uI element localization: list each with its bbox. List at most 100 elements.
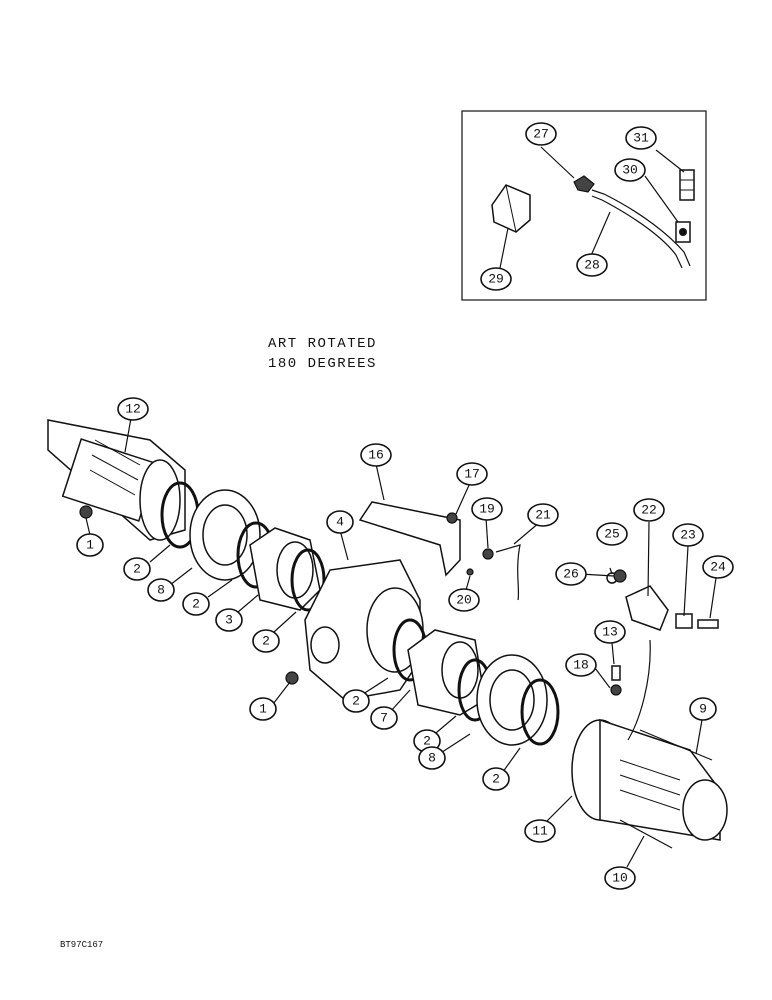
svg-text:20: 20 — [456, 593, 472, 608]
callout-13: 13 — [594, 620, 626, 644]
callout-18: 18 — [565, 653, 597, 677]
o-ring-lower-3 — [520, 678, 560, 746]
svg-text:9: 9 — [699, 702, 707, 717]
svg-text:17: 17 — [464, 467, 480, 482]
callout-2-b: 2 — [182, 592, 210, 616]
figure-code: BT97C167 — [60, 940, 104, 950]
inset-detail-box — [461, 110, 707, 301]
ring-gear-8-lower — [476, 654, 548, 746]
callout-3: 3 — [215, 608, 243, 632]
bolt-9 — [639, 729, 713, 761]
clamp-23 — [675, 613, 693, 629]
callout-21: 21 — [527, 503, 559, 527]
callout-25: 25 — [596, 522, 628, 546]
svg-text:2: 2 — [492, 772, 500, 787]
callout-28: 28 — [576, 253, 608, 277]
grease-fitting-13 — [611, 665, 621, 681]
axle-tube-11 — [571, 718, 728, 841]
svg-text:26: 26 — [563, 567, 579, 582]
tube-28 — [591, 189, 691, 269]
callout-4: 4 — [326, 510, 354, 534]
svg-text:3: 3 — [225, 613, 233, 628]
rotation-note-line-2: 180 DEGREES — [268, 356, 377, 372]
callout-9: 9 — [689, 697, 717, 721]
svg-text:22: 22 — [641, 503, 657, 518]
callout-17: 17 — [456, 462, 488, 486]
svg-text:7: 7 — [380, 711, 388, 726]
callout-12: 12 — [117, 397, 149, 421]
svg-text:8: 8 — [157, 583, 165, 598]
plug-1-lower — [285, 671, 299, 685]
callout-26: 26 — [555, 562, 587, 586]
svg-text:2: 2 — [133, 562, 141, 577]
bracket-29 — [491, 184, 531, 233]
bracket-16 — [358, 501, 461, 577]
callout-2-d: 2 — [342, 689, 370, 713]
svg-text:28: 28 — [584, 258, 600, 273]
bolt-10 — [619, 819, 673, 849]
callout-24: 24 — [702, 555, 734, 579]
svg-text:12: 12 — [125, 402, 141, 417]
svg-text:11: 11 — [532, 824, 548, 839]
callout-20: 20 — [448, 588, 480, 612]
callout-1-lower: 1 — [249, 697, 277, 721]
hose — [627, 639, 651, 741]
svg-text:19: 19 — [479, 502, 495, 517]
callout-19: 19 — [471, 497, 503, 521]
callout-2-c: 2 — [252, 629, 280, 653]
svg-text:27: 27 — [533, 127, 549, 142]
callout-10: 10 — [604, 866, 636, 890]
bracket-22 — [625, 585, 669, 631]
svg-text:2: 2 — [352, 694, 360, 709]
sensor-21 — [495, 544, 521, 601]
rotation-note: ART ROTATED 180 DEGREES — [268, 334, 377, 374]
callout-27: 27 — [525, 122, 557, 146]
svg-text:30: 30 — [622, 163, 638, 178]
svg-text:13: 13 — [602, 625, 618, 640]
plug-17 — [446, 512, 458, 524]
fitting-27 — [573, 175, 595, 193]
callout-8-lower: 8 — [418, 746, 446, 770]
svg-text:1: 1 — [259, 702, 267, 717]
fitting-18 — [610, 684, 622, 696]
callout-16: 16 — [360, 443, 392, 467]
callout-23: 23 — [672, 523, 704, 547]
hub-7 — [407, 629, 486, 716]
callout-8-upper: 8 — [147, 578, 175, 602]
svg-text:24: 24 — [710, 560, 726, 575]
svg-text:1: 1 — [86, 538, 94, 553]
nut-26 — [613, 569, 627, 583]
svg-text:25: 25 — [604, 527, 620, 542]
callout-2-f: 2 — [482, 767, 510, 791]
svg-text:2: 2 — [192, 597, 200, 612]
svg-text:2: 2 — [262, 634, 270, 649]
svg-text:29: 29 — [488, 272, 504, 287]
o-ring-upper-3 — [290, 548, 326, 612]
callout-11: 11 — [524, 819, 556, 843]
leader-lines — [85, 146, 717, 868]
svg-text:31: 31 — [633, 131, 649, 146]
svg-text:4: 4 — [336, 515, 344, 530]
svg-text:10: 10 — [612, 871, 628, 886]
svg-text:23: 23 — [680, 528, 696, 543]
svg-text:8: 8 — [428, 751, 436, 766]
svg-text:21: 21 — [535, 508, 551, 523]
rotation-note-line-1: ART ROTATED — [268, 336, 377, 352]
axle-tube-12 — [47, 419, 186, 541]
callout-2-a: 2 — [123, 557, 151, 581]
hub-3 — [249, 527, 321, 611]
ring-gear-8-upper — [189, 489, 261, 581]
bolt-24 — [697, 619, 719, 629]
callout-29: 29 — [480, 267, 512, 291]
svg-text:18: 18 — [573, 658, 589, 673]
grease-fitting-31 — [679, 169, 695, 201]
callout-1-upper: 1 — [76, 533, 104, 557]
fitting-19 — [482, 548, 494, 560]
callout-22: 22 — [633, 498, 665, 522]
callout-30: 30 — [614, 158, 646, 182]
svg-text:16: 16 — [368, 448, 384, 463]
callout-7: 7 — [370, 706, 398, 730]
plug-1-upper — [79, 505, 93, 519]
svg-text:2: 2 — [423, 734, 431, 749]
